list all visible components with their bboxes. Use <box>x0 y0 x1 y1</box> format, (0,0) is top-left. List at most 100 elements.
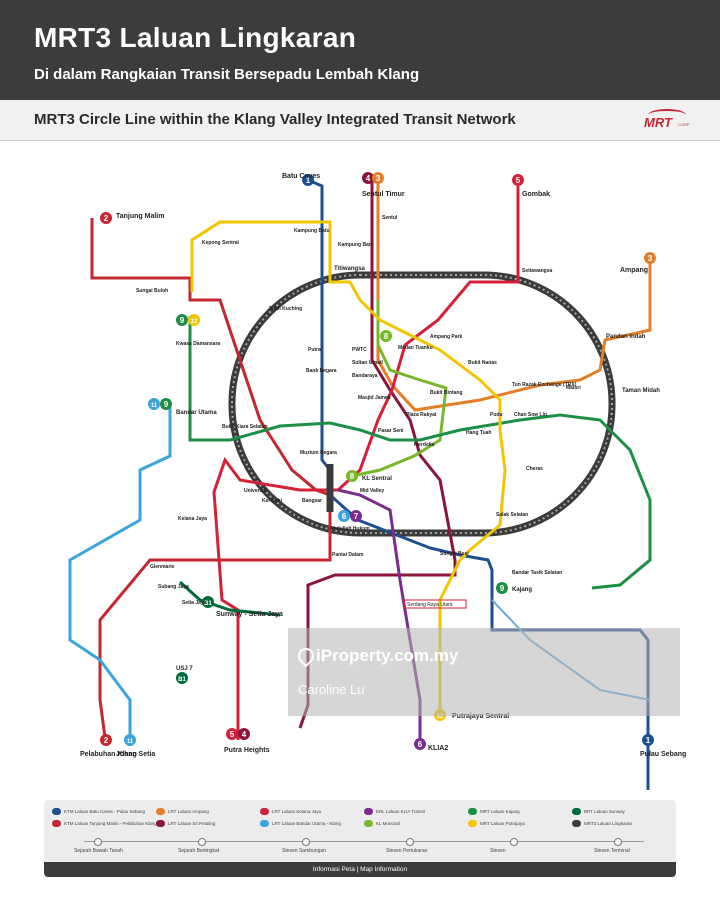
station-bukit-kiara-selatan: Bukit Kiara Selatan <box>222 424 268 430</box>
badge-b1-label: B1 <box>204 601 212 607</box>
legend-item-label: BRT Laluan Sunway <box>584 809 625 814</box>
station-sunway-setia-jaya: Sunway - Setia Jaya <box>216 611 283 618</box>
badge-5: 5 <box>512 174 524 186</box>
station-salak-selatan: Salak Selatan <box>496 512 528 518</box>
station-johan-setia: Johan Setia <box>116 751 155 758</box>
badge-2: 2 <box>100 212 112 224</box>
station-ampang: Ampang <box>620 267 648 274</box>
legend-symbol-label: Stesen Terminal <box>594 848 630 854</box>
station-putra: Putra <box>308 347 321 353</box>
badge-8: 8 <box>380 330 392 342</box>
badge-4-ph-label: 4 <box>242 730 247 739</box>
station-pandan-indah: Pandan Indah <box>606 334 646 340</box>
badge-9-kajang: 9 <box>496 582 508 594</box>
legend-item-label: LRT Laluan Sri Petaling <box>168 821 216 826</box>
badge-9-bu: 9 <box>160 398 172 410</box>
badge-8-label: 8 <box>384 332 389 341</box>
station-medan-tuanku: Medan Tuanku <box>398 345 433 351</box>
legend-badge <box>52 820 61 827</box>
watermark: iProperty.com.my Caroline Lu <box>288 628 680 716</box>
badge-8-sentral: 8 <box>346 470 358 482</box>
watermark-brand: iProperty.com.my <box>316 646 459 665</box>
lrt-ampang-line <box>376 180 652 412</box>
logo-arc <box>648 109 686 121</box>
station-bandar-tasik-selatan: Bandar Tasik Selatan <box>512 570 562 576</box>
badge-3-label: 3 <box>376 174 381 183</box>
station-glenmarie: Glenmarie <box>150 564 175 570</box>
legend-item-label: LRT Laluan Kelana Jaya <box>272 809 322 814</box>
english-title: MRT3 Circle Line within the Klang Valley… <box>34 111 516 128</box>
station-batu-caves: Batu Caves <box>282 173 320 180</box>
badge-5-ph: 5 <box>226 728 238 740</box>
badge-6-klia2: 6 <box>414 738 426 750</box>
legend-symbol-line <box>84 841 644 842</box>
station-pelabuhan-klang: Pelabuhan Klang <box>80 751 137 758</box>
station-mid-valley: Mid Valley <box>360 488 384 494</box>
badge-6: 6 <box>338 510 350 522</box>
station-gombak: Gombak <box>522 191 550 198</box>
legend-badge <box>572 808 581 815</box>
legend-symbol-dot <box>302 838 310 846</box>
mrt-putrajaya-line <box>190 220 507 720</box>
badge-2-pk: 2 <box>100 734 112 746</box>
station-titiwangsa: Titiwangsa <box>334 266 366 272</box>
station-pwtc: PWTC <box>352 347 367 353</box>
legend-symbol-dot <box>406 838 414 846</box>
station-ampang-park: Ampang Park <box>430 334 462 340</box>
page-title: MRT3 Laluan Lingkaran <box>34 22 357 53</box>
station-tanjung-malim: Tanjung Malim <box>116 213 164 220</box>
station-serdang-raya-utara: Serdang Raya Utara <box>407 602 453 608</box>
legend-symbol-label: Stesen <box>490 848 506 854</box>
station-kl-sentral: KL Sentral <box>362 476 392 482</box>
station-sungai-besi: Sungai Besi <box>440 551 469 557</box>
badge-12-putrajaya-label: 12 <box>437 714 444 720</box>
station-setia-jaya: Setia Jaya <box>182 600 207 606</box>
legend-badge <box>364 808 373 815</box>
badge-4-ph: 4 <box>238 728 250 740</box>
legend-item-label: KL Monorail <box>376 821 400 826</box>
station-putra-heights: Putra Heights <box>224 747 270 754</box>
badge-11-js-label: 11 <box>127 739 134 745</box>
location-pin-icon <box>294 644 318 668</box>
station-bukit-bintang: Bukit Bintang <box>430 390 463 396</box>
badge-4-label: 4 <box>366 174 371 183</box>
legend-item-label: ERL Laluan KLIA Transit <box>376 809 425 814</box>
badge-12: 12 <box>188 314 200 326</box>
station-bangsar: Bangsar <box>302 498 322 504</box>
station-pasar-seni: Pasar Seni <box>378 428 404 434</box>
station-sungai-buloh: Sungai Buloh <box>136 288 168 294</box>
legend-badge <box>260 808 269 815</box>
badge-3-east: 3 <box>644 252 656 264</box>
badge-1-ps: 1 <box>642 734 654 746</box>
station-bandaraya: Bandaraya <box>352 373 378 379</box>
badge-5-ph-label: 5 <box>230 730 235 739</box>
legend-symbol-dot <box>198 838 206 846</box>
legend-badge <box>156 808 165 815</box>
badge-b1-usj7: B1 <box>176 672 188 684</box>
badge-9-kajang-label: 9 <box>500 584 505 593</box>
monorail-line <box>351 300 448 478</box>
station-subang-jaya: Subang Jaya <box>158 584 189 590</box>
legend-item-label: LRT Laluan Bandar Utama - Klang <box>272 821 341 826</box>
legend-item-label: MRT Laluan Putrajaya <box>480 821 525 826</box>
station-trx: Tun Razak Exchange (TRX) <box>512 382 577 388</box>
badge-2-pk-label: 2 <box>104 736 109 745</box>
legend-badge <box>468 820 477 827</box>
mrt3-circle-line <box>228 271 616 537</box>
page-subtitle: Di dalam Rangkaian Transit Bersepadu Lem… <box>34 66 420 83</box>
badge-7: 7 <box>350 510 362 522</box>
badge-6-label: 6 <box>342 512 347 521</box>
legend-item-label: KTM Laluan Tanjung Malim - Pelabuhan Kla… <box>64 821 157 826</box>
badge-9-bu-label: 9 <box>164 400 169 409</box>
badge-b1: B1 <box>202 596 214 608</box>
station-pudu: Pudu <box>490 412 503 418</box>
watermark-name: Caroline Lu <box>298 682 365 697</box>
station-pulau-sebang: Pulau Sebang <box>640 751 686 758</box>
badge-9-label: 9 <box>180 316 185 325</box>
station-kajang: Kajang <box>512 587 532 593</box>
mrt-kajang-line <box>188 316 652 590</box>
badge-11-js: 11 <box>124 734 136 746</box>
station-masjid-jamek: Masjid Jamek <box>358 395 391 401</box>
mrt3-circle-dashed <box>231 274 613 534</box>
badge-9: 9 <box>176 314 188 326</box>
